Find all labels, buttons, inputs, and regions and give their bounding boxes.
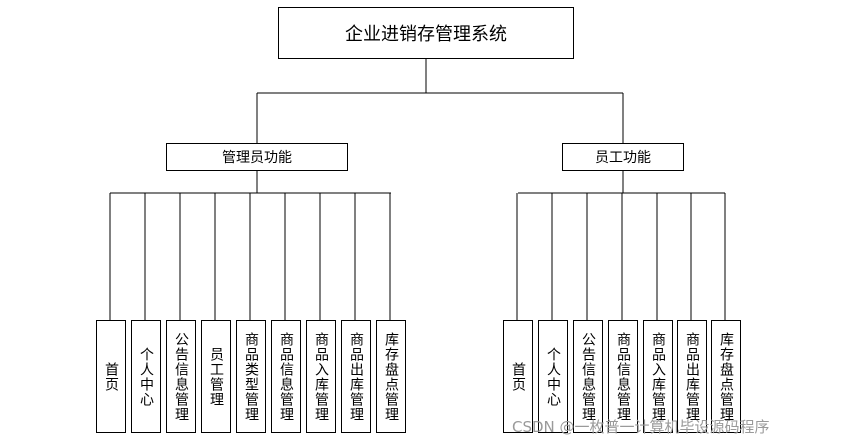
leaf-label: 员工管理	[208, 346, 224, 407]
staff-leaf-stock-in-management: 商品入库管理	[643, 320, 673, 433]
leaf-label: 个人中心	[138, 346, 154, 407]
system-title: 企业进销存管理系统	[345, 24, 507, 45]
leaf-label: 商品信息管理	[278, 331, 294, 422]
leaf-label: 首页	[510, 361, 526, 392]
leaf-label: 商品出库管理	[684, 331, 700, 422]
admin-leaf-product-type-management: 商品类型管理	[236, 320, 266, 433]
admin-leaf-personal-center: 个人中心	[131, 320, 161, 433]
leaf-label: 公告信息管理	[580, 331, 596, 422]
admin-leaf-home: 首页	[96, 320, 126, 433]
leaf-label: 库存盘点管理	[718, 331, 734, 422]
admin-leaf-product-info-management: 商品信息管理	[271, 320, 301, 433]
leaf-label: 商品入库管理	[313, 331, 329, 422]
admin-functions-box: 管理员功能	[166, 143, 348, 171]
staff-leaf-personal-center: 个人中心	[538, 320, 568, 433]
leaf-label: 个人中心	[545, 346, 561, 407]
leaf-label: 商品出库管理	[348, 331, 364, 422]
admin-functions-label: 管理员功能	[222, 150, 292, 166]
admin-leaf-inventory-check-management: 库存盘点管理	[376, 320, 406, 433]
staff-leaf-notice-management: 公告信息管理	[573, 320, 603, 433]
staff-functions-box: 员工功能	[562, 143, 684, 171]
staff-functions-label: 员工功能	[595, 150, 651, 166]
leaf-label: 商品入库管理	[650, 331, 666, 422]
admin-leaf-stock-in-management: 商品入库管理	[306, 320, 336, 433]
watermark: CSDN @一枚普一计算机毕设源码程序	[512, 418, 770, 436]
staff-leaf-stock-out-management: 商品出库管理	[677, 320, 707, 433]
admin-leaf-staff-management: 员工管理	[201, 320, 231, 433]
admin-leaf-notice-management: 公告信息管理	[166, 320, 196, 433]
leaf-label: 首页	[103, 361, 119, 392]
staff-leaf-inventory-check-management: 库存盘点管理	[711, 320, 741, 433]
leaf-label: 商品类型管理	[243, 331, 259, 422]
staff-leaf-product-info-management: 商品信息管理	[608, 320, 638, 433]
leaf-label: 公告信息管理	[173, 331, 189, 422]
admin-leaf-stock-out-management: 商品出库管理	[341, 320, 371, 433]
system-title-box: 企业进销存管理系统	[278, 7, 574, 59]
staff-leaf-home: 首页	[503, 320, 533, 433]
leaf-label: 商品信息管理	[615, 331, 631, 422]
leaf-label: 库存盘点管理	[383, 331, 399, 422]
